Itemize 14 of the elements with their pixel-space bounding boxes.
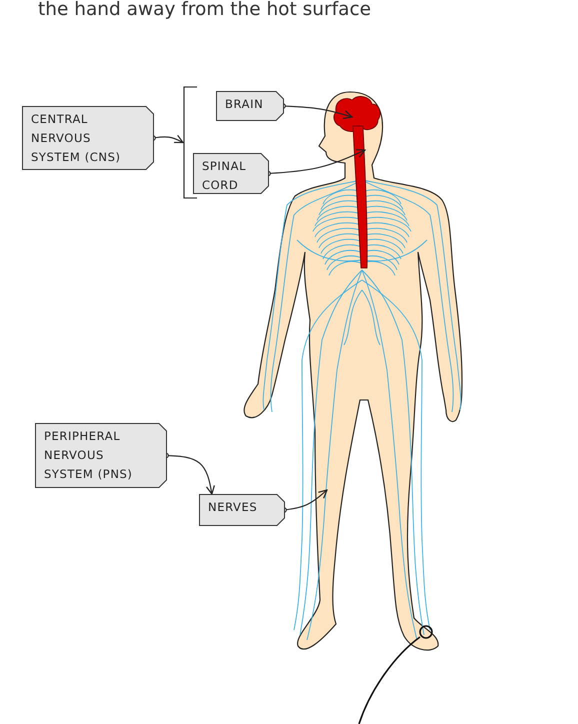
label-text: PERIPHERAL NERVOUS SYSTEM (PNS): [44, 428, 134, 483]
brain-drawing: [334, 96, 380, 132]
label-tag: [216, 91, 284, 121]
label-text: CENTRAL NERVOUS SYSTEM (CNS): [31, 111, 122, 166]
bracket: [183, 86, 197, 199]
label-tag: [199, 494, 285, 526]
label-text: SPINAL CORD: [202, 158, 248, 194]
label-text: NERVES: [208, 499, 258, 516]
label-tag: [193, 153, 269, 194]
label-text: BRAIN: [225, 96, 264, 113]
spinal-cord-drawing: [352, 126, 368, 268]
label-tag: [22, 106, 154, 170]
label-tag: [35, 423, 167, 488]
caption-text: the hand away from the hot surface: [38, 0, 372, 20]
